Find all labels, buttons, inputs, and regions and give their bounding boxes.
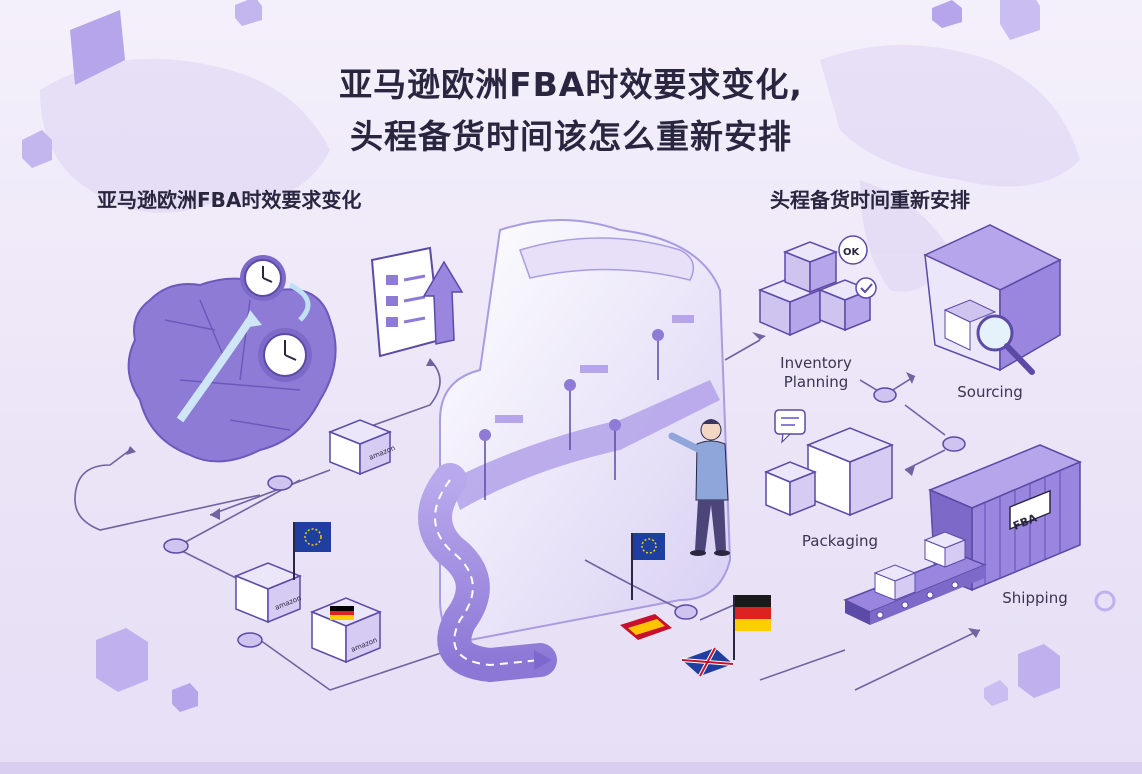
uk-flag-icon [681,647,734,677]
conveyor-belt-icon [843,531,988,625]
document-up-arrow-icon [370,246,464,358]
check-icon [855,277,877,299]
magnifier-icon [976,314,1035,375]
shipping-container-icon [928,444,1082,592]
step-label-sourcing: Sourcing [957,383,1023,401]
bottom-strip [0,762,1142,774]
chat-bubble-icon [774,409,806,444]
businessman-figure [668,419,730,556]
ok-badge-text: OK [843,247,861,258]
inventory-boxes-icon [757,241,873,337]
ok-badge-icon [838,235,868,265]
package-box-icon [327,419,393,476]
packaging-boxes-icon [764,427,894,517]
right-section-heading: 头程备货时间重新安排 [770,188,970,212]
spain-flag-icon [620,614,672,640]
page-title-line-1: 亚马逊欧洲FBA时效要求变化, [339,65,803,104]
decorative-cubes [22,0,1116,712]
winding-road [418,463,557,683]
eu-flag-icon [293,522,331,580]
package-box-icon [310,597,382,664]
connector-node [674,387,966,620]
connector-node [163,475,293,648]
eu-flag-icon [631,533,665,600]
page-title-line-2: 头程备货时间该怎么重新安排 [350,117,792,156]
clock-icon [258,328,312,382]
flow-path-left [74,359,451,691]
step-label-shipping: Shipping [1002,589,1068,607]
step-label-inventory-planning: Inventory Planning [780,354,852,391]
step-label-packaging: Packaging [801,532,879,550]
germany-flag-icon [733,595,771,660]
left-section-heading: 亚马逊欧洲FBA时效要求变化 [97,188,362,212]
clock-icon [240,255,286,301]
package-box-icon [234,562,302,624]
